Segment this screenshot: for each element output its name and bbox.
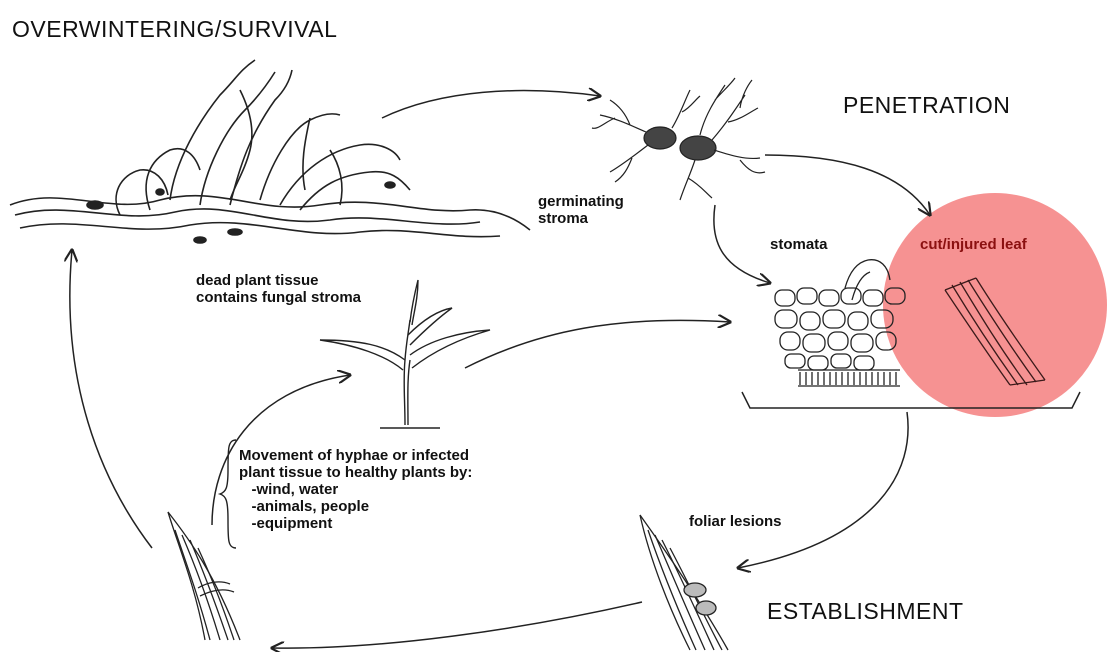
stage-establishment-title: ESTABLISHMENT bbox=[767, 598, 964, 625]
label-dead-plant-tissue: dead plant tissue contains fungal stroma bbox=[196, 272, 361, 306]
arrow-stem-to-overwinter bbox=[70, 250, 152, 548]
germinating-stroma-illustration bbox=[592, 78, 765, 200]
arrow-plant-to-stomata bbox=[465, 320, 730, 368]
highlight-circle bbox=[883, 193, 1107, 417]
arrow-to-germination bbox=[382, 91, 600, 118]
label-movement: Movement of hyphae or infected plant tis… bbox=[239, 447, 472, 532]
stage-penetration-title: PENETRATION bbox=[843, 92, 1010, 119]
label-cut-injured-leaf: cut/injured leaf bbox=[920, 236, 1027, 253]
foliar-lesion-leaf-illustration bbox=[640, 515, 728, 650]
arrow-to-stomata bbox=[714, 205, 770, 283]
label-stomata: stomata bbox=[770, 236, 828, 253]
dead-plant-tissue-illustration bbox=[10, 60, 530, 243]
arrow-to-establishment bbox=[738, 412, 908, 568]
label-foliar-lesions: foliar lesions bbox=[689, 513, 782, 530]
palisade-layer bbox=[798, 370, 900, 386]
label-germinating-stroma: germinating stroma bbox=[538, 193, 624, 227]
infected-stem-illustration bbox=[168, 512, 240, 640]
arrow-lesion-to-stem bbox=[272, 602, 642, 648]
leaf-cells bbox=[775, 288, 905, 370]
stage-overwintering-title: OVERWINTERING/SURVIVAL bbox=[12, 16, 337, 43]
arrow-to-cut-leaf bbox=[765, 155, 930, 215]
